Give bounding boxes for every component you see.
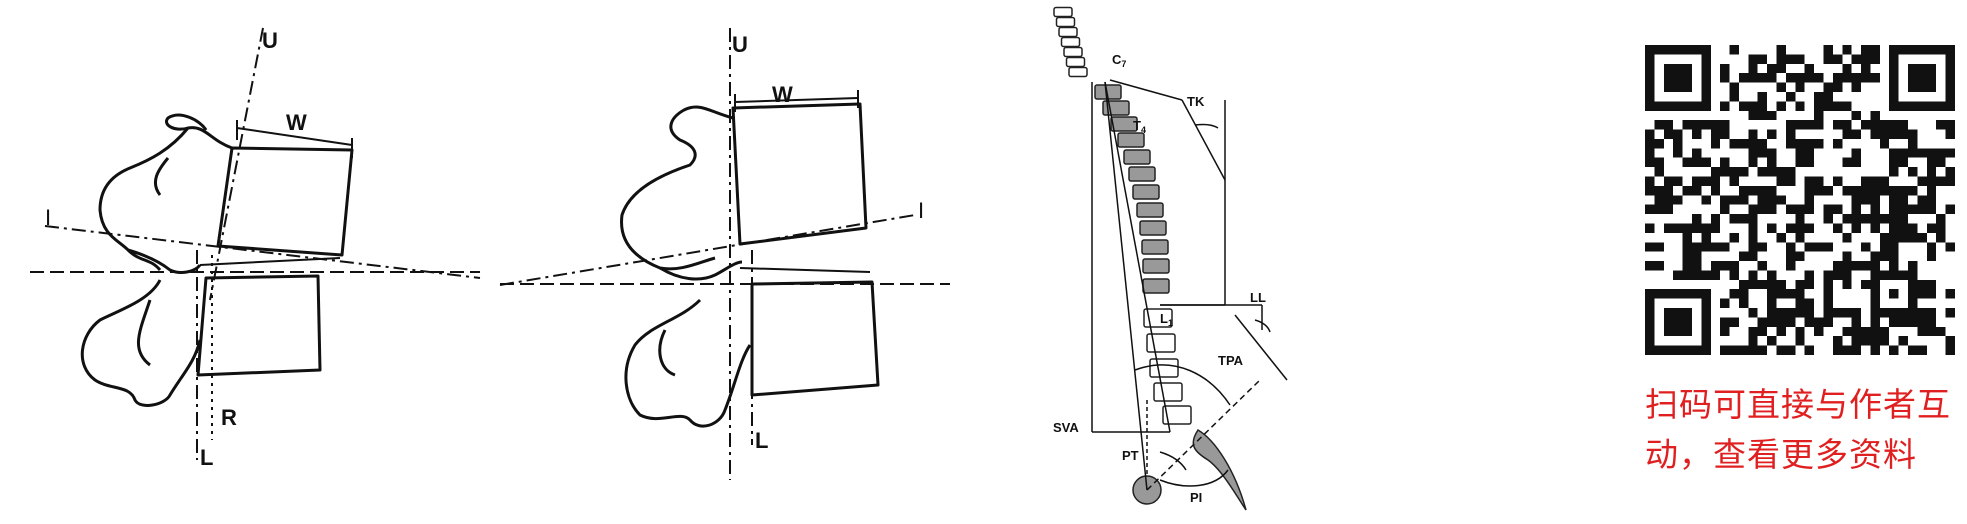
vertebra (1058, 26, 1078, 38)
label-u-1: U (262, 28, 278, 53)
label-tk: TK (1187, 94, 1205, 109)
labels-2: U W I L (732, 32, 924, 453)
label-t4: T4 (1133, 118, 1146, 135)
vertebra (1068, 66, 1088, 78)
i-line-1 (44, 225, 481, 279)
width-arrow-2 (734, 97, 859, 103)
vertebra (1142, 278, 1170, 294)
ll-arc (1254, 319, 1271, 333)
reference-lines-1 (30, 27, 481, 460)
i-line-2 (499, 214, 916, 286)
vertebra (1141, 239, 1169, 255)
upper-vertebral-body-1 (216, 146, 354, 257)
sacrum (1192, 428, 1247, 511)
posterior-elements-lower-2 (624, 298, 752, 428)
label-pt: PT (1122, 448, 1139, 463)
vertebra-column (1053, 6, 1192, 425)
posterior-elements-lower-1 (80, 279, 202, 407)
qr-panel: 扫码可直接与作者互动，查看更多资料 (1645, 45, 1965, 485)
vertebra (1117, 132, 1145, 148)
vertebra (1055, 16, 1076, 28)
reference-lines-2 (499, 28, 950, 480)
label-w-2: W (772, 82, 793, 107)
label-w-1: W (286, 110, 307, 135)
label-u-2: U (732, 32, 748, 57)
vertebra (1053, 6, 1073, 18)
label-tpa: TPA (1218, 353, 1244, 368)
vertebra (1143, 308, 1173, 328)
vertebra-figure-2 (620, 102, 880, 428)
c7-to-sacrum-line (1104, 81, 1171, 433)
vertebra (1142, 258, 1170, 274)
ll-lower-line (1234, 314, 1288, 381)
vertebra (1128, 166, 1156, 182)
label-i-1: I (45, 205, 51, 230)
t4-tpa-line (1104, 81, 1148, 491)
facet-joint-1 (127, 248, 202, 274)
u-axis-line-1 (209, 27, 264, 301)
label-l-2: L (755, 428, 768, 453)
label-l-1: L (200, 445, 213, 470)
vertebra (1153, 382, 1183, 402)
upper-vertebral-body-2 (731, 102, 868, 246)
tpa-arc (1134, 364, 1231, 406)
label-l1: L1 (1160, 311, 1173, 328)
labels-1: U W I R L (45, 28, 307, 470)
label-ll: LL (1250, 290, 1266, 305)
label-c7: C7 (1112, 52, 1126, 69)
vertebra (1162, 405, 1192, 425)
facet-joint-2 (659, 260, 743, 281)
vertebra (1136, 202, 1164, 218)
label-pi: PI (1190, 490, 1202, 505)
vertebra (1123, 149, 1151, 165)
vertebra (1110, 116, 1138, 132)
tk-upper-line (1109, 79, 1183, 101)
pi-arc (1159, 469, 1229, 487)
disc-line-2 (739, 267, 871, 273)
label-sva: SVA (1053, 420, 1079, 435)
posterior-elements-upper-2 (620, 105, 734, 271)
vertebra-figure-1 (80, 113, 354, 407)
pt-arc (1159, 451, 1187, 471)
vertebra (1132, 184, 1160, 200)
vertebra (1063, 46, 1083, 58)
qr-caption: 扫码可直接与作者互动，查看更多资料 (1645, 385, 1951, 474)
sacral-perpendicular (1146, 379, 1261, 491)
tk-arc (1194, 123, 1219, 129)
vertebra (1149, 358, 1179, 378)
vertebra (1146, 333, 1176, 353)
vertebra (1065, 56, 1086, 68)
posterior-elements-upper-1 (98, 113, 233, 272)
lower-vertebral-body-1 (196, 274, 322, 377)
vertebra (1060, 36, 1081, 48)
label-r-1: R (221, 405, 237, 430)
vertebra (1139, 220, 1167, 236)
tk-upper-perp (1181, 99, 1226, 181)
qr-code-icon[interactable] (1645, 45, 1955, 355)
spine-figure: C7 T4 L1 TK LL TPA SVA PT PI (1053, 6, 1288, 511)
label-i-2: I (918, 198, 924, 223)
width-arrow-1 (236, 127, 353, 146)
lower-vertebral-body-2 (750, 280, 880, 397)
